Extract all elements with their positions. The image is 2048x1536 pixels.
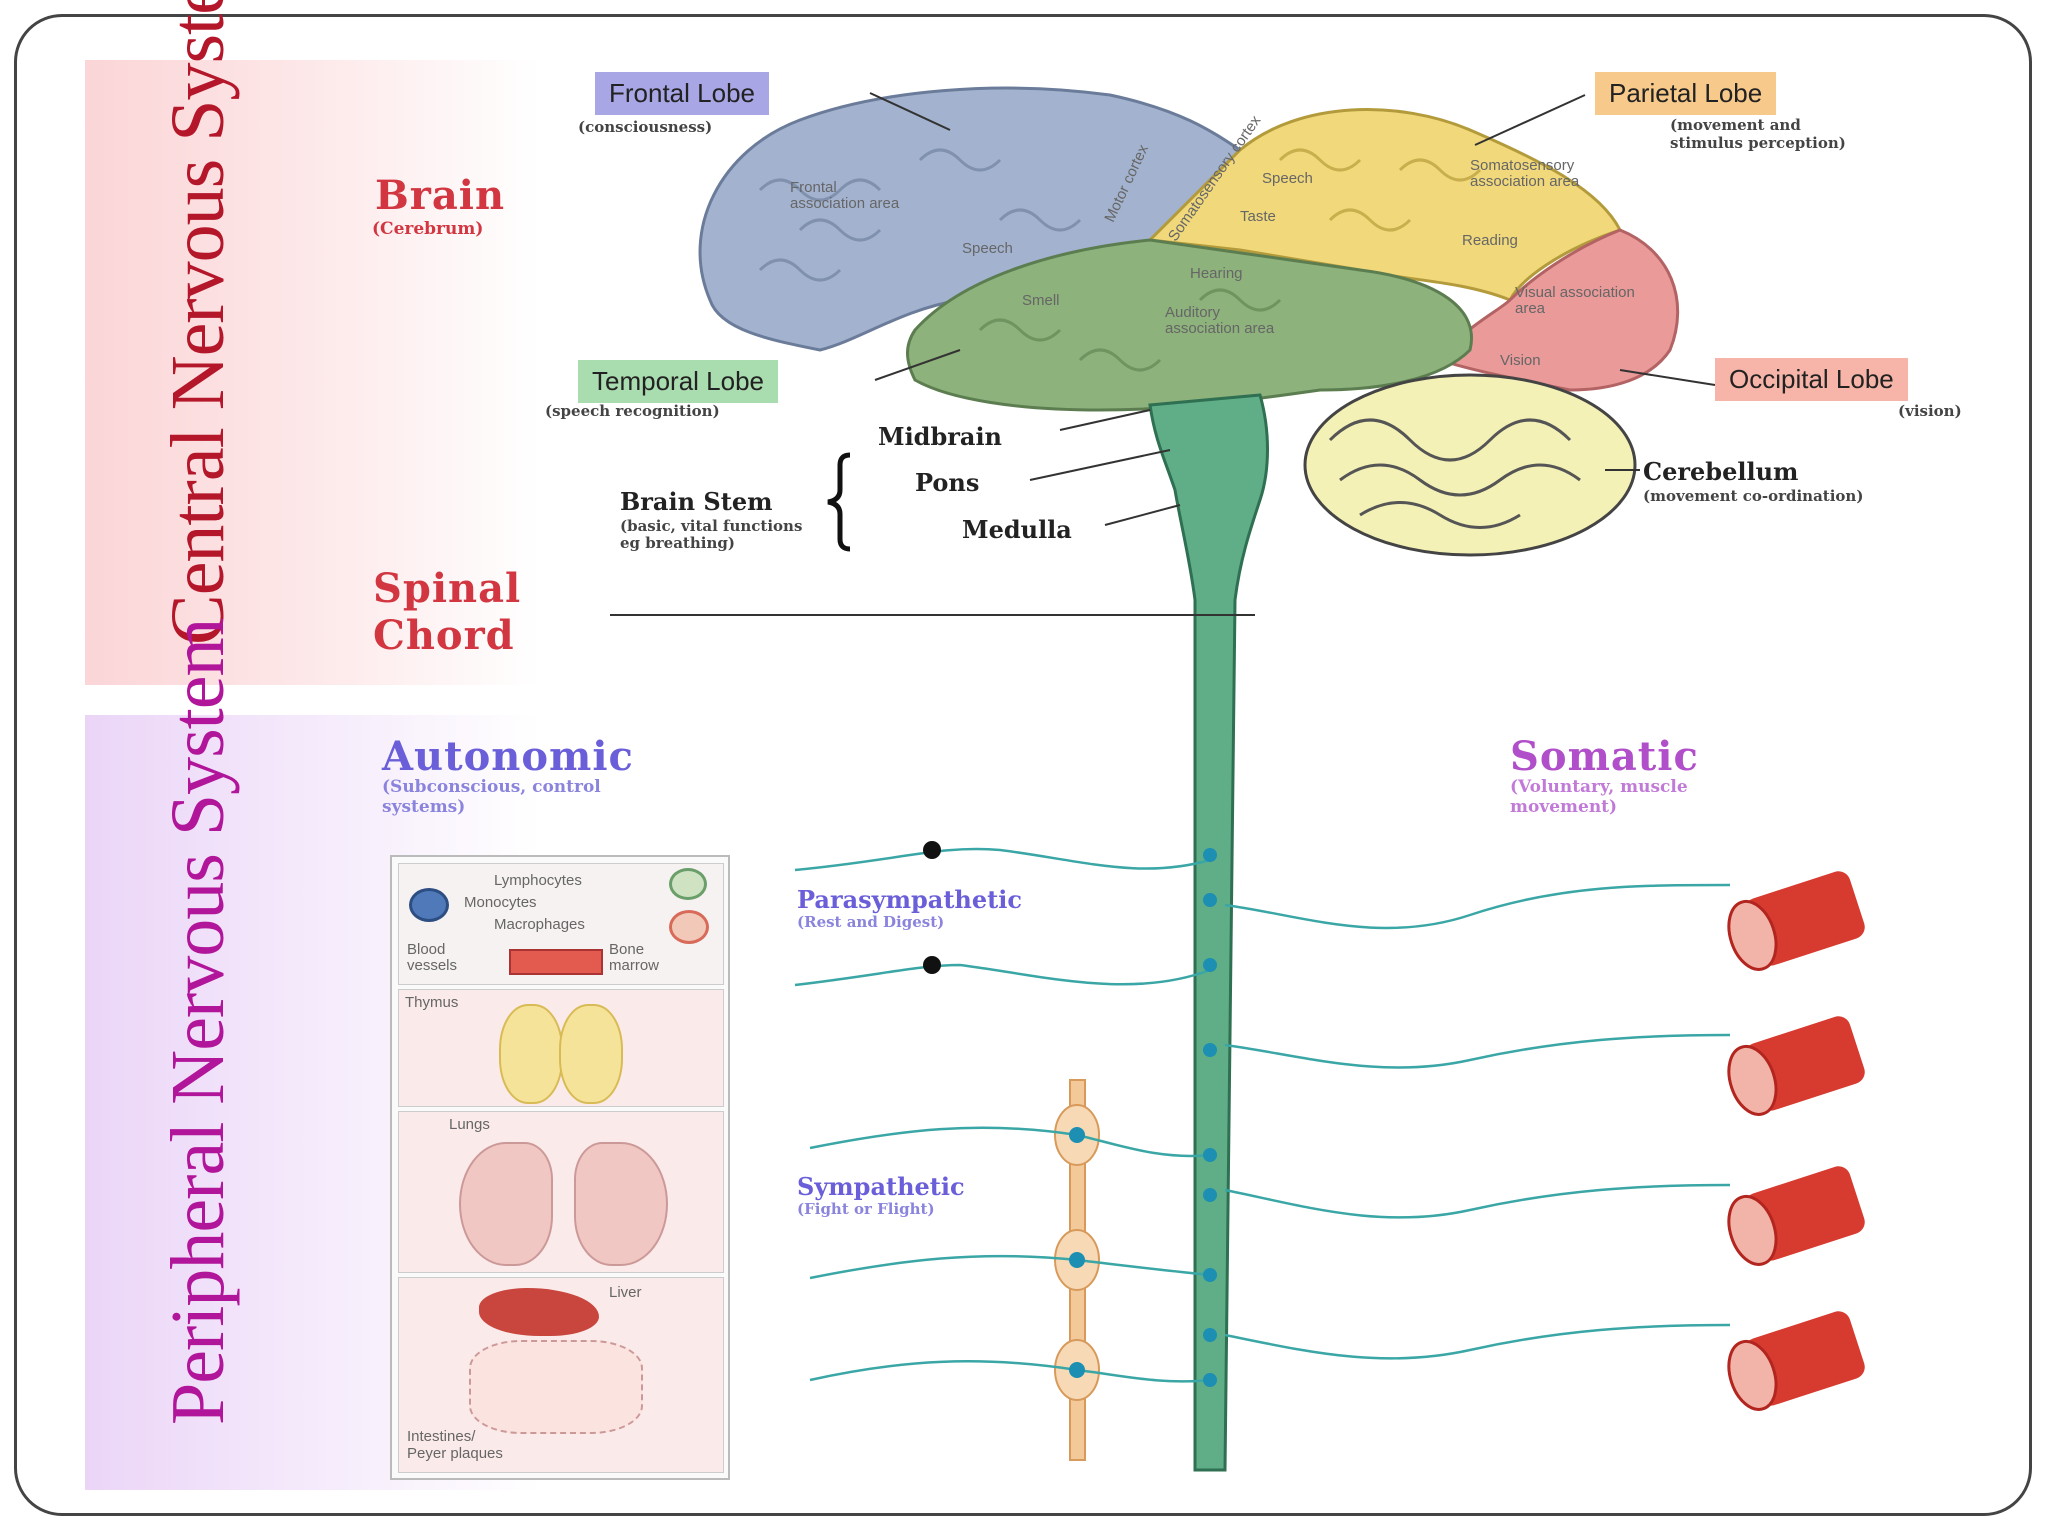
spinal-label-1: Spinal [373, 565, 522, 612]
midbrain-label: Midbrain [878, 422, 1003, 451]
occipital-lobe-label: Occipital Lobe [1715, 358, 1908, 401]
parasympathetic-ganglia [923, 841, 941, 974]
area-visual-association: Visual association area [1515, 284, 1635, 317]
cerebellum-label: Cerebellum [1643, 457, 1799, 486]
parasympathetic-sub: (Rest and Digest) [797, 913, 945, 931]
thymus-box: Thymus [398, 989, 724, 1107]
temporal-lobe-shape [906, 238, 1473, 412]
occipital-lobe-sub: (vision) [1898, 402, 1962, 420]
area-speech-frontal: Speech [962, 240, 1013, 257]
spinal-label-2: Chord [373, 612, 515, 659]
macrophages-label: Macrophages [494, 916, 585, 933]
parietal-lobe-label: Parietal Lobe [1595, 72, 1777, 115]
area-vision: Vision [1500, 352, 1541, 369]
area-smell: Smell [1022, 292, 1060, 309]
right-lung-shape [574, 1142, 668, 1266]
parasympathetic-label: Parasympathetic [797, 885, 1022, 914]
cerebellum-sub: (movement co-ordination) [1643, 487, 1864, 505]
liver-label: Liver [609, 1284, 642, 1301]
macrophage-cell [669, 910, 709, 944]
sympathetic-label: Sympathetic [797, 1172, 965, 1201]
gut-box: Liver Intestines/ Peyer plaques [398, 1277, 724, 1473]
lymphocytes-label: Lymphocytes [494, 872, 582, 889]
brain-stem-sub-2: eg breathing) [620, 534, 735, 552]
brain-sub: (Cerebrum) [372, 219, 484, 239]
brain-stem-sub-1: (basic, vital functions [620, 517, 803, 535]
area-speech-parietal: Speech [1262, 170, 1313, 187]
bone-marrow-bar [509, 949, 603, 975]
cerebellum-shape [1303, 373, 1637, 557]
autonomic-nerves [794, 847, 1211, 1383]
monocytes-label: Monocytes [464, 894, 537, 911]
monocyte-cell [409, 888, 449, 922]
thymus-shape-right [559, 1004, 623, 1104]
liver-shape [479, 1288, 599, 1336]
autonomic-sub-2: systems) [382, 797, 466, 817]
lungs-label: Lungs [449, 1116, 490, 1133]
temporal-lobe-sub: (speech recognition) [545, 402, 720, 420]
sympathetic-sub: (Fight or Flight) [797, 1200, 935, 1218]
organ-panel: Lymphocytes Monocytes Macrophages Blood … [390, 855, 730, 1480]
area-somatosensory-association: Somatosensory association area [1470, 157, 1580, 190]
area-reading: Reading [1462, 232, 1518, 249]
autonomic-label: Autonomic [382, 733, 634, 780]
area-auditory-association: Auditory association area [1165, 304, 1275, 337]
area-hearing: Hearing [1190, 265, 1243, 282]
blood-vessels-label: Blood vessels [407, 941, 458, 974]
thymus-label: Thymus [405, 994, 459, 1011]
left-lung-shape [459, 1142, 553, 1266]
slide-frame [14, 14, 2032, 1516]
area-frontal-association: Frontal association area [790, 179, 900, 212]
intestines-label: Intestines/ Peyer plaques [407, 1428, 503, 1462]
parietal-lobe-sub-2: stimulus perception) [1670, 134, 1846, 152]
cns-band [85, 60, 540, 685]
somatic-sub-2: movement) [1510, 797, 1618, 817]
somatic-nerves [1224, 883, 1731, 1360]
intestine-shape [469, 1340, 643, 1434]
frontal-lobe-label: Frontal Lobe [595, 72, 769, 115]
area-taste: Taste [1240, 208, 1276, 225]
pons-label: Pons [915, 468, 980, 497]
immune-cell-box: Lymphocytes Monocytes Macrophages Blood … [398, 863, 724, 985]
somatic-label: Somatic [1510, 733, 1699, 780]
brain-label: Brain [375, 172, 506, 219]
autonomic-sub-1: (Subconscious, control [382, 777, 601, 797]
thymus-shape [499, 1004, 563, 1104]
lymphocyte-cell [669, 868, 707, 900]
frontal-lobe-sub: (consciousness) [578, 118, 713, 136]
temporal-lobe-label: Temporal Lobe [578, 360, 778, 403]
brain-stem-label: Brain Stem [620, 487, 773, 516]
brainstem-shape [1148, 393, 1269, 1472]
somatic-sub-1: (Voluntary, muscle [1510, 777, 1688, 797]
bone-marrow-label: Bone marrow [609, 941, 660, 974]
muscle-fibres [1727, 871, 1865, 1411]
parietal-lobe-sub-1: (movement and [1670, 116, 1801, 134]
lungs-box: Lungs [398, 1111, 724, 1273]
medulla-label: Medulla [962, 515, 1072, 544]
spinal-nerve-roots [1069, 848, 1217, 1387]
